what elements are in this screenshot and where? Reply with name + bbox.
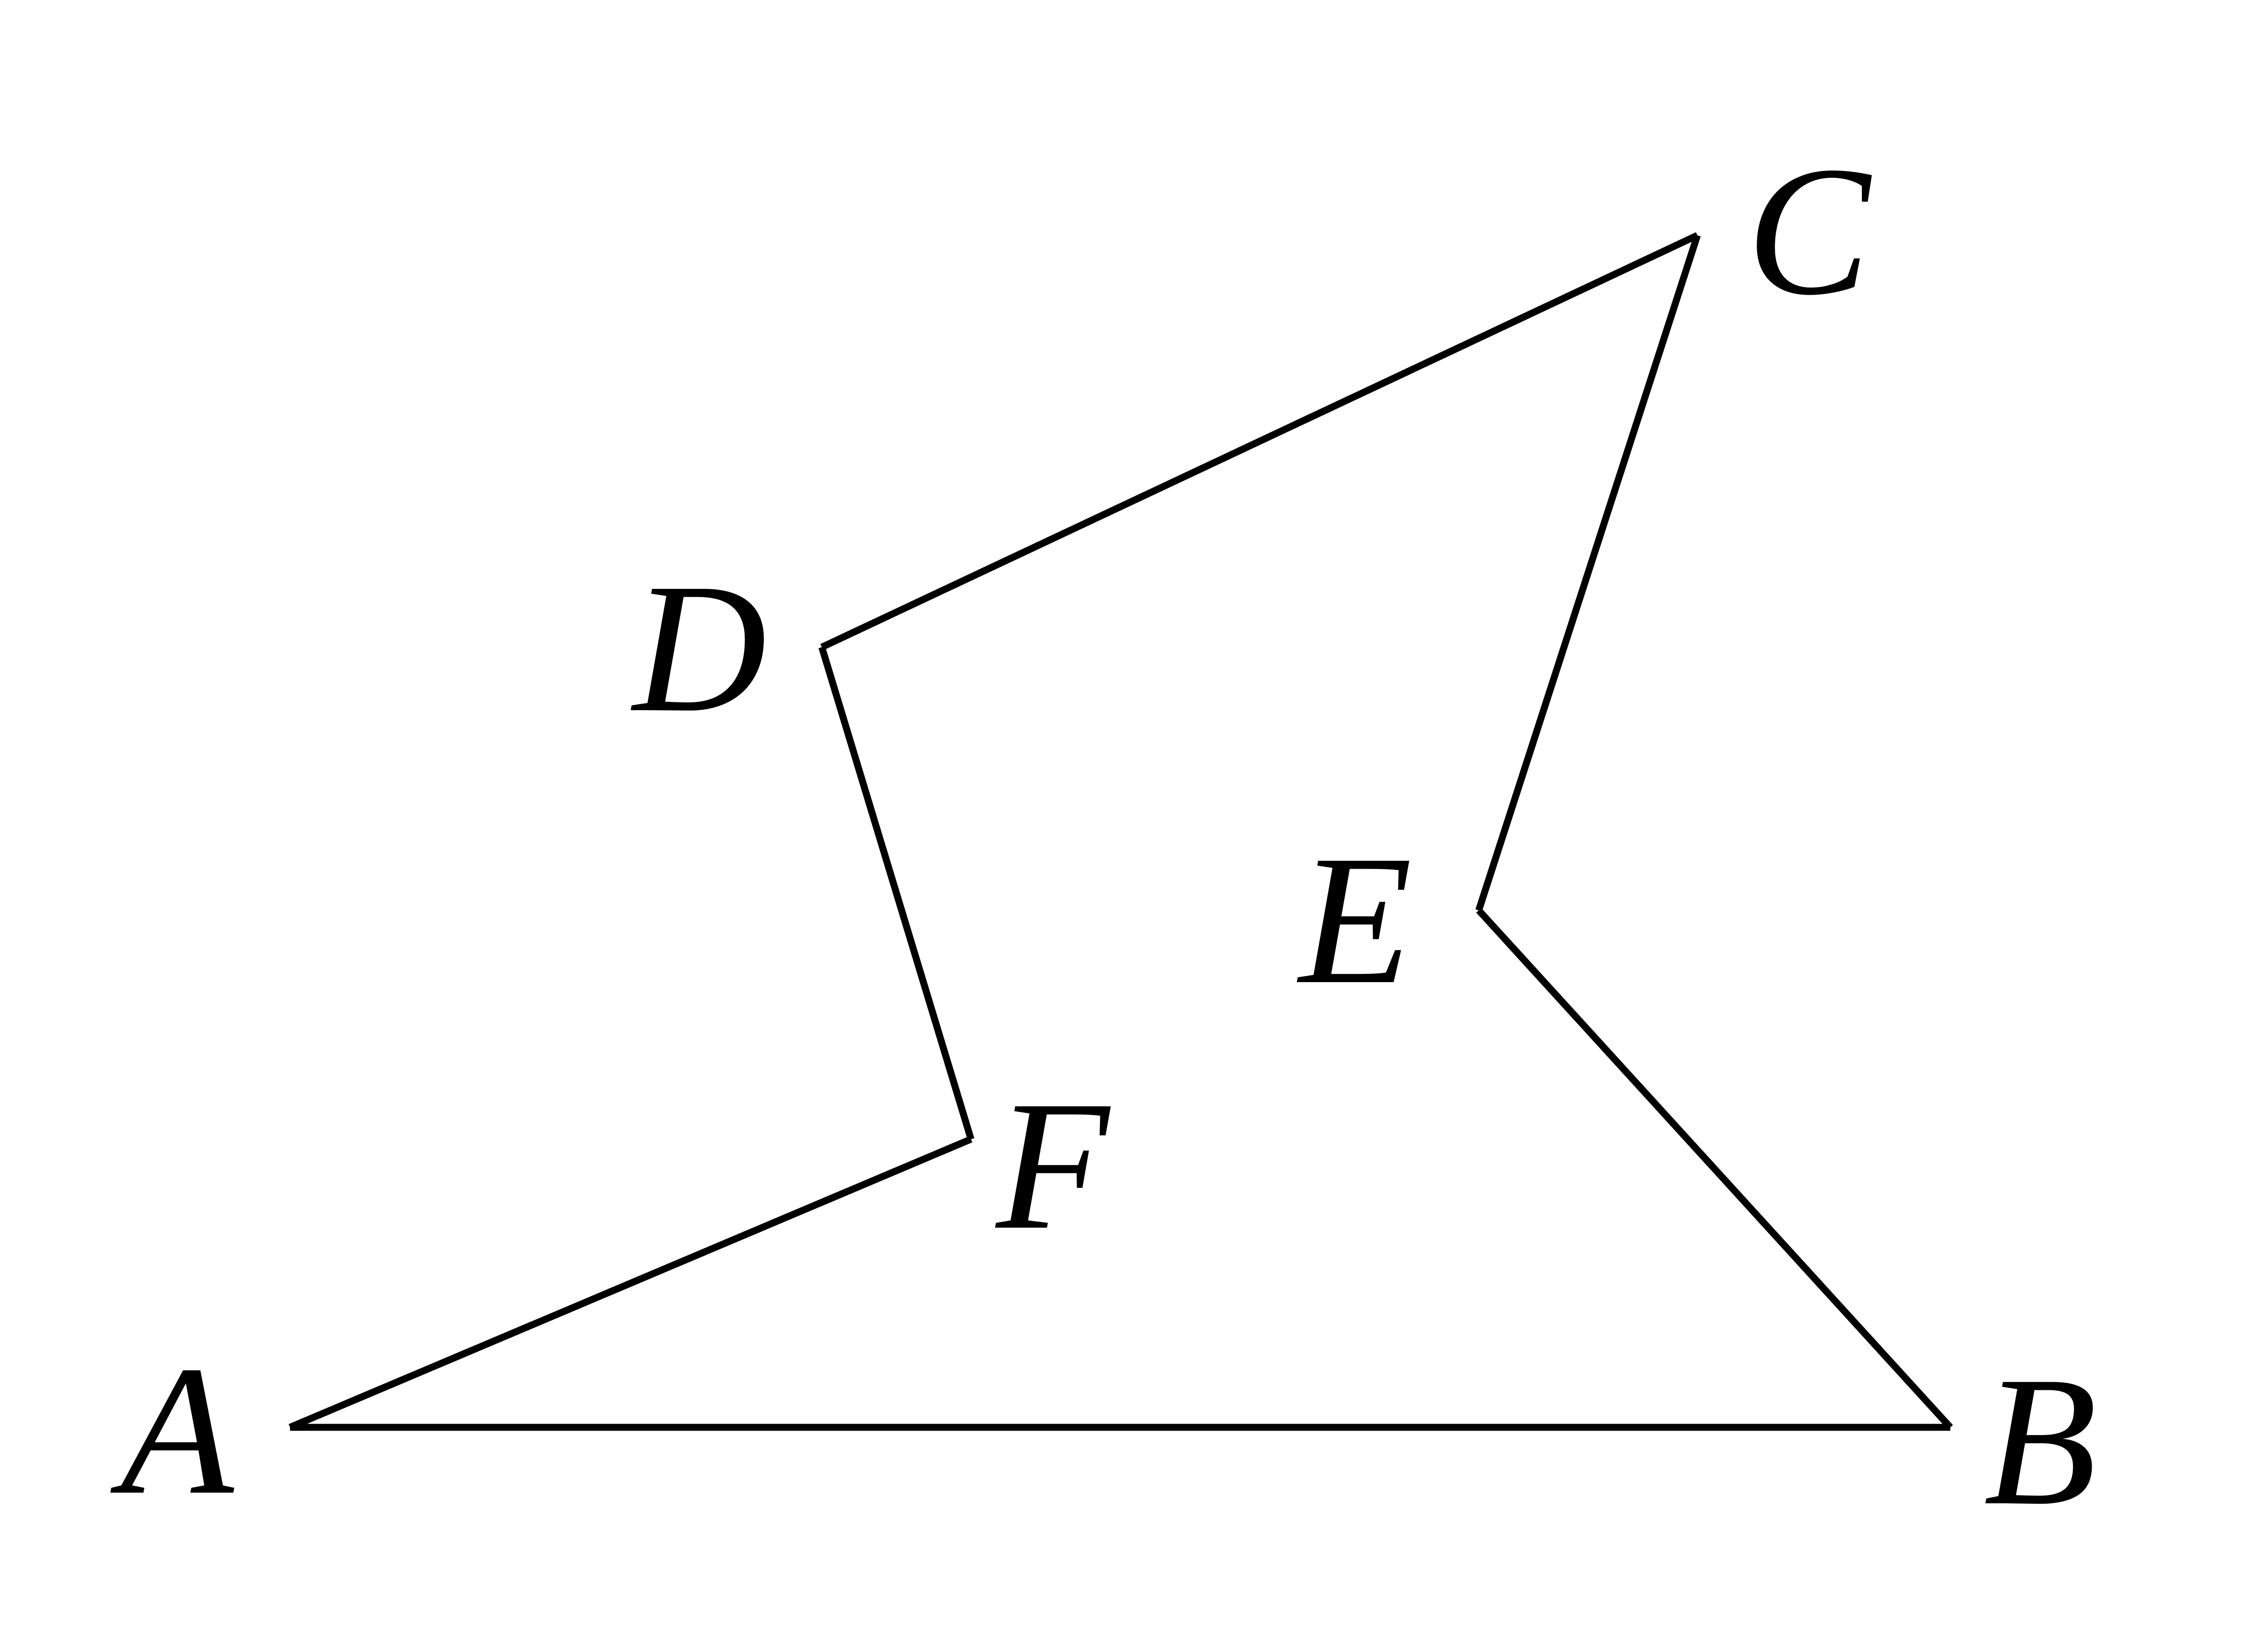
vertex-label-e: E (1296, 817, 1412, 1022)
vertex-label-b: B (1984, 1338, 2097, 1544)
vertex-label-f: F (993, 1063, 1112, 1268)
vertex-label-a: A (109, 1328, 236, 1533)
edge-cd (820, 232, 1699, 650)
edge-ec (1475, 234, 1701, 912)
edge-fa (289, 1136, 972, 1431)
edge-df (818, 646, 975, 1141)
vertex-label-c: C (1747, 128, 1874, 334)
edge-be (1476, 908, 1953, 1430)
vertex-label-d: D (630, 545, 767, 750)
